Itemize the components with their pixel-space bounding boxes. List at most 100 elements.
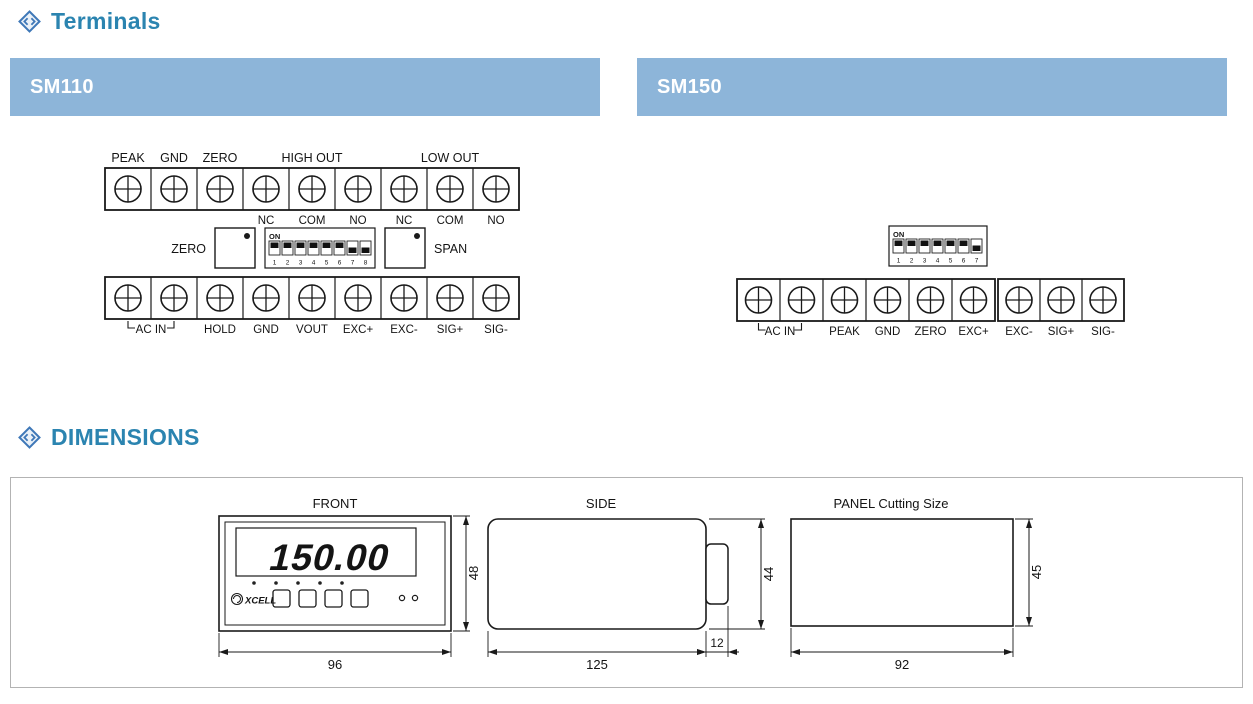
dimensions-drawing: FRONT 150.00 XCELL	[218, 496, 1044, 672]
sm110-label-exc-plus: EXC+	[343, 324, 374, 336]
sm110-label-hold: HOLD	[204, 324, 236, 336]
front-button	[350, 589, 369, 608]
front-buttons	[272, 589, 369, 608]
screw-terminal	[160, 175, 188, 203]
decimal-indicator-dots	[252, 581, 344, 585]
side-depth-dimension: 125	[487, 631, 707, 672]
sm150-label-zero: ZERO	[915, 326, 947, 338]
panel-cutting-title: PANEL Cutting Size	[834, 496, 949, 511]
dimensions-panel: FRONT 150.00 XCELL	[10, 477, 1243, 688]
display-value: 150.00	[265, 537, 394, 578]
sm110-label-high-out: HIGH OUT	[281, 151, 342, 165]
sm110-label-vout: VOUT	[296, 324, 328, 336]
screw-terminal	[787, 286, 816, 314]
sm110-label-zero-top: ZERO	[203, 151, 238, 165]
side-tab-dimension: 12	[695, 606, 739, 657]
sm110-panel-header: SM110	[10, 58, 600, 116]
sm150-panel-body: ON 1 2 3 4 5 6 7	[637, 116, 1227, 372]
sm110-zero-adjust-label: ZERO	[171, 242, 206, 256]
panel-height-value: 45	[1029, 565, 1044, 579]
sm110-panel-title: SM110	[30, 75, 94, 98]
sm110-contact-no1: NO	[349, 215, 366, 227]
terminals-title: Terminals	[51, 8, 161, 34]
sm150-label-gnd: GND	[875, 326, 901, 338]
sm150-dip-switch: ON 1 2 3 4 5 6 7	[888, 225, 988, 267]
sm150-terminal-strip	[736, 278, 1125, 322]
screw-terminal	[252, 175, 280, 203]
front-height-value: 48	[466, 566, 481, 580]
front-width-value: 96	[328, 657, 342, 672]
screw-terminal	[959, 286, 988, 314]
side-view: SIDE 44 125 12	[487, 496, 776, 672]
sm110-label-gnd: GND	[253, 324, 279, 336]
sm110-label-low-out: LOW OUT	[421, 151, 480, 165]
front-button	[324, 589, 343, 608]
sm150-panel-header: SM150	[637, 58, 1227, 116]
screw-terminal	[436, 284, 464, 312]
sm150-label-exc-plus: EXC+	[958, 326, 989, 338]
zero-potentiometer	[214, 227, 256, 269]
screw-terminal	[298, 175, 326, 203]
front-button	[298, 589, 317, 608]
sm150-ac-in-bracket	[757, 323, 803, 331]
sm110-panel-body: PEAK GND ZERO HIGH OUT LOW OUT	[10, 116, 600, 372]
screw-terminal	[390, 175, 418, 203]
dip-number: 8	[364, 260, 368, 267]
terminals-section-header: Terminals	[18, 6, 1253, 36]
screw-terminal	[206, 175, 234, 203]
sm150-panel: SM150 ON 1 2 3 4	[637, 58, 1227, 372]
screw-terminal	[482, 284, 510, 312]
screw-terminal	[390, 284, 418, 312]
dip-number: 3	[299, 260, 303, 267]
screw-terminal	[482, 175, 510, 203]
side-view-title: SIDE	[586, 496, 617, 511]
screw-terminal	[252, 284, 280, 312]
panel-width-dimension: 92	[790, 628, 1014, 672]
sm150-label-exc-minus: EXC-	[1005, 326, 1033, 338]
sm110-label-ac-in: AC IN	[136, 324, 167, 336]
sm110-label-peak: PEAK	[111, 151, 145, 165]
front-button	[272, 589, 291, 608]
screw-terminal	[160, 284, 188, 312]
brand-logo-text: XCELL	[244, 596, 276, 607]
screw-terminal	[1047, 286, 1075, 314]
screw-terminal	[344, 284, 372, 312]
dip-number: 4	[312, 260, 316, 267]
panel-width-value: 92	[895, 657, 909, 672]
sm110-label-gnd-top: GND	[160, 151, 188, 165]
panel-cutout-rect	[790, 518, 1014, 627]
sm110-dip-switch: ON 1 2 3 4 5 6 7 8	[264, 227, 376, 269]
dip-number: 5	[949, 258, 953, 265]
screw-terminal	[873, 286, 902, 314]
sm150-dip-on-label: ON	[893, 230, 904, 239]
screw-terminal	[114, 175, 142, 203]
dip-number: 5	[325, 260, 329, 267]
front-indicator-leds	[398, 594, 419, 602]
sm150-panel-title: SM150	[657, 75, 722, 98]
dip-number: 2	[910, 258, 914, 265]
sm150-label-ac-in: AC IN	[765, 326, 796, 338]
terminal-panels: SM110 PEAK GND ZERO HIGH OU	[10, 58, 1243, 372]
screw-terminal	[744, 286, 773, 314]
dip-number: 6	[962, 258, 966, 265]
sm110-dip-on-label: ON	[269, 232, 280, 241]
screw-terminal	[298, 284, 326, 312]
sm110-panel: SM110 PEAK GND ZERO HIGH OU	[10, 58, 600, 372]
side-body	[487, 518, 707, 630]
sm110-terminal-diagram: PEAK GND ZERO HIGH OUT LOW OUT	[104, 151, 520, 336]
sm110-contact-no2: NO	[487, 215, 504, 227]
sm110-label-sig-minus: SIG-	[484, 324, 508, 336]
dip-number: 2	[286, 260, 290, 267]
dip-number: 3	[923, 258, 927, 265]
sm110-contact-com2: COM	[437, 215, 464, 227]
dip-number: 7	[975, 258, 979, 265]
sm110-bottom-terminal-strip	[104, 276, 520, 320]
sm110-ac-in-bracket	[127, 321, 175, 329]
dip-number: 6	[338, 260, 342, 267]
dimensions-title: DIMENSIONS	[51, 424, 200, 450]
diamond-chevrons-icon	[18, 9, 41, 33]
sm110-contact-com1: COM	[299, 215, 326, 227]
screw-terminal	[114, 284, 142, 312]
screw-terminal	[206, 284, 234, 312]
display-window	[235, 527, 417, 577]
